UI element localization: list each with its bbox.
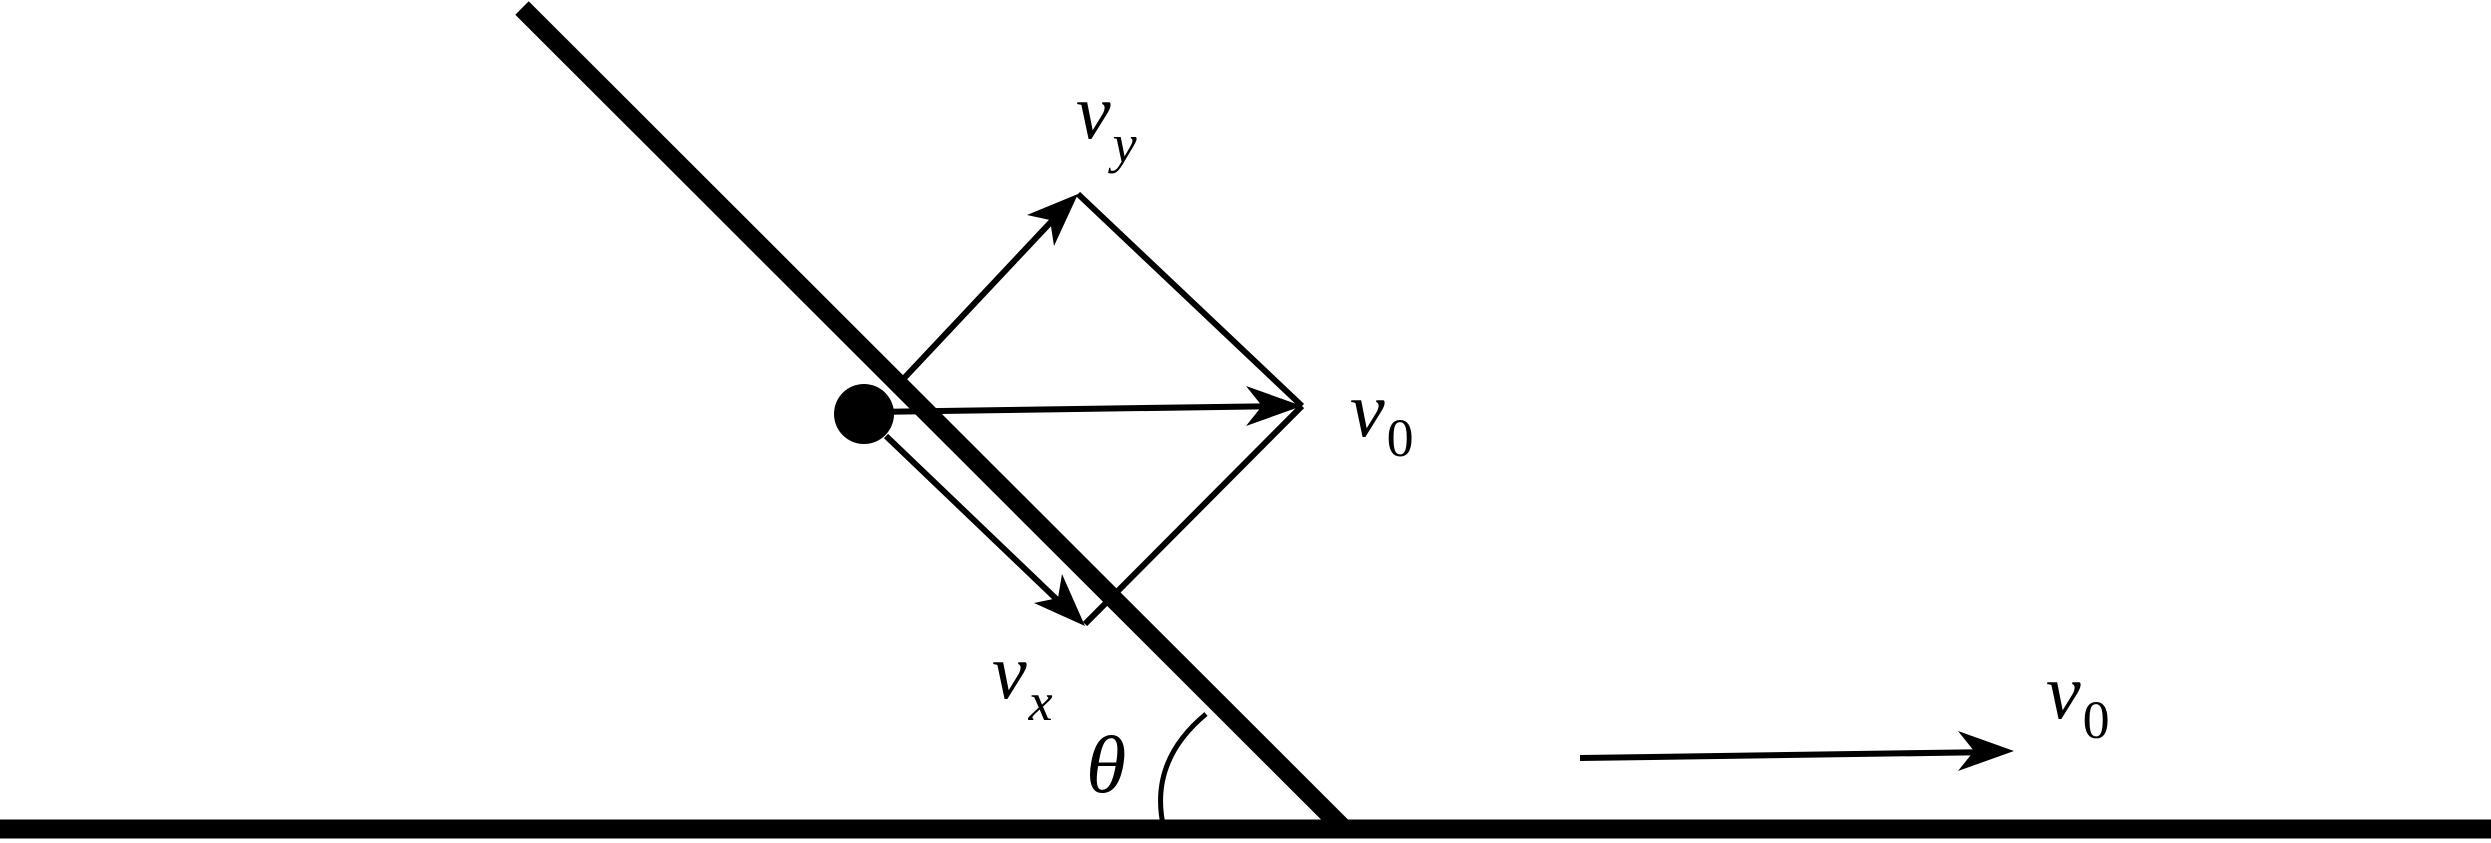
label-theta: θ bbox=[1086, 719, 1126, 810]
v0-arrowhead bbox=[1246, 386, 1302, 426]
ground-v0-arrowhead bbox=[1958, 731, 2014, 771]
ground-v0-arrow-line bbox=[1579, 749, 1997, 761]
parallelogram-side-top bbox=[1075, 191, 1305, 409]
vx-vector-line bbox=[883, 433, 1075, 617]
inclined-rod bbox=[515, 1, 1351, 836]
angle-arc bbox=[1158, 712, 1208, 830]
label-vy: vy bbox=[1076, 68, 1137, 174]
ball bbox=[834, 384, 894, 444]
vx-arrowhead bbox=[1034, 574, 1085, 626]
parallelogram-side-bottom bbox=[1082, 403, 1305, 627]
label-v0-resultant: v0 bbox=[1350, 366, 1414, 468]
vy-vector-line bbox=[890, 203, 1069, 393]
v0-vector-line bbox=[869, 403, 1287, 415]
label-vx: vx bbox=[992, 628, 1053, 732]
label-v0-ground: v0 bbox=[2046, 648, 2110, 750]
vy-arrowhead bbox=[1027, 194, 1078, 246]
